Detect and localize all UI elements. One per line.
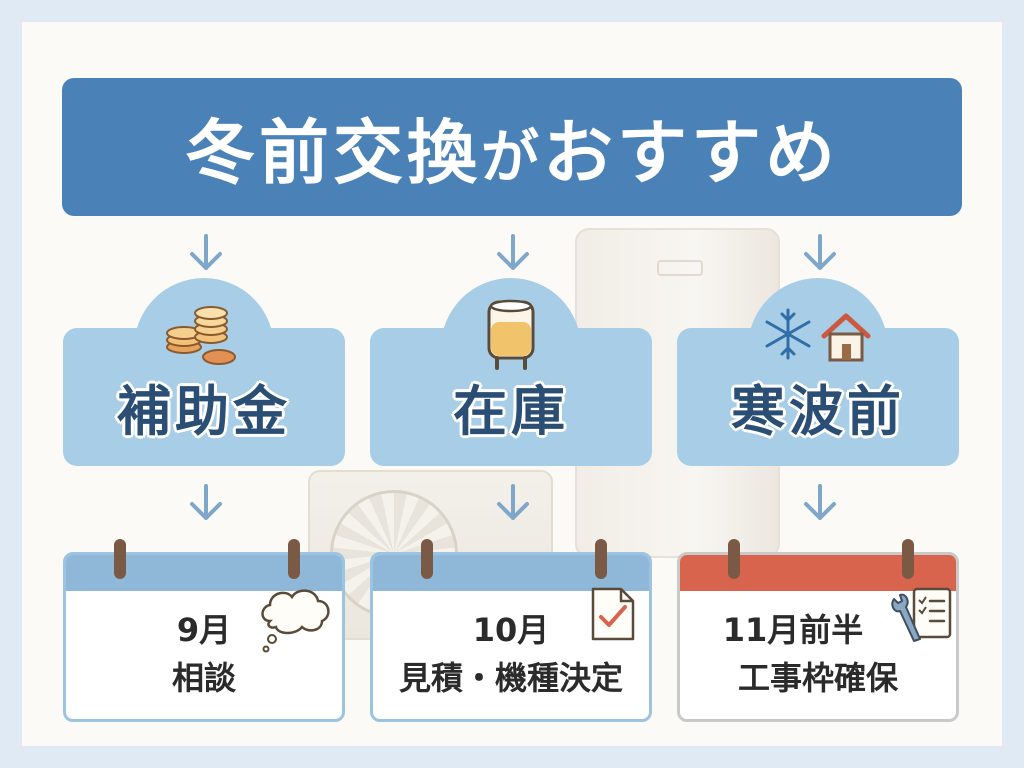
calendar-text: 9月 相談 — [66, 607, 342, 703]
calendar-ring — [288, 539, 300, 579]
page-title: 冬前交換がおすすめ — [185, 97, 839, 198]
wrench-checklist-icon — [888, 585, 954, 651]
calendar-ring — [595, 539, 607, 579]
arrow-down-icon — [493, 484, 533, 524]
arrow-down-icon — [186, 234, 226, 274]
stock-tank-icon — [451, 294, 571, 374]
reason-card-cold-wave: 寒波前 — [677, 278, 959, 466]
reason-card-stock: 在庫 — [370, 278, 652, 466]
calendar-month: 9月 — [176, 611, 232, 649]
calendar-card-november: 11月前半 工事枠確保 — [677, 539, 959, 722]
house-icon — [821, 313, 871, 362]
arrow-down-icon — [800, 234, 840, 274]
title-particle: が — [480, 122, 543, 191]
snowflake-house-icon — [758, 294, 878, 374]
reason-label: 寒波前 — [731, 380, 905, 443]
coins-icon — [144, 294, 264, 374]
reason-label: 補助金 — [117, 380, 291, 443]
reason-card-subsidy: 補助金 — [63, 278, 345, 466]
arrow-down-icon — [186, 484, 226, 524]
calendar-card-september: 9月 相談 — [63, 539, 345, 722]
title-banner: 冬前交換がおすすめ — [62, 78, 962, 216]
title-main: 冬前交換 — [184, 111, 481, 194]
snowflake-icon — [765, 308, 811, 360]
arrow-down-icon — [800, 484, 840, 524]
reason-label: 在庫 — [453, 380, 569, 443]
thought-bubble-icon — [256, 585, 336, 659]
calendar-ring — [728, 539, 740, 579]
calendar-ring — [902, 539, 914, 579]
calendar-month: 10月 — [472, 611, 550, 649]
calendar-text: 10月 見積・機種決定 — [373, 607, 649, 703]
calendar-text: 11月前半 工事枠確保 — [680, 607, 956, 703]
title-tail: おすすめ — [543, 111, 839, 194]
calendar-ring — [114, 539, 126, 579]
tank-panel — [657, 260, 703, 276]
calendar-card-october: 10月 見積・機種決定 — [370, 539, 652, 722]
calendar-action: 工事枠確保 — [737, 659, 898, 697]
calendar-ring — [421, 539, 433, 579]
arrow-down-icon — [493, 234, 533, 274]
document-check-icon — [587, 583, 639, 649]
calendar-action: 相談 — [171, 659, 236, 697]
calendar-action: 見積・機種決定 — [398, 659, 623, 697]
calendar-month: 11月前半 — [722, 611, 864, 649]
